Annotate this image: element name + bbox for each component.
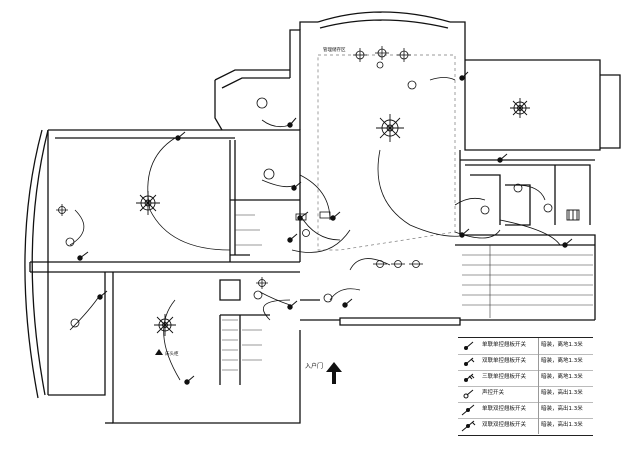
- spotlight-icon: [56, 46, 423, 289]
- entrance-label: 入户门: [305, 362, 323, 370]
- ceiling-light-icon: [136, 191, 160, 215]
- top-room-label: 管理储存区: [323, 46, 346, 53]
- switch-icon: [77, 71, 573, 385]
- legend-name: 单联单控翘板开关: [482, 342, 527, 348]
- vent-fan-icon: [295, 209, 580, 221]
- legend-row: 单联单控翘板开关 暗装，离地1.3米: [458, 338, 593, 355]
- legend-install: 暗装，高出1.3米: [538, 418, 593, 434]
- single-dual-control-icon: [461, 404, 475, 416]
- double-switch-icon: [464, 357, 475, 366]
- stair-hatch: [222, 214, 593, 371]
- bed-note-label: 床头柜: [165, 350, 179, 357]
- wall-light-icon: [65, 80, 553, 328]
- legend-install: 暗装，高出1.3米: [538, 386, 593, 402]
- legend-name: 单联双控翘板开关: [482, 406, 527, 412]
- ceiling-light-icon: [510, 98, 530, 118]
- legend-install: 暗装，离地1.3米: [538, 370, 593, 386]
- single-switch-icon: [464, 341, 474, 350]
- legend-install: 暗装，离地1.3米: [538, 354, 593, 370]
- ceiling-light-icon: [376, 114, 404, 142]
- entrance-arrow-icon: [326, 362, 342, 384]
- legend-row: 声控开关 暗装，高出1.3米: [458, 386, 593, 403]
- legend-install: 暗装，离地1.3米: [538, 338, 593, 354]
- legend-row: 双联双控翘板开关 暗装，高出1.3米: [458, 418, 593, 434]
- sound-switch-icon: [463, 389, 474, 399]
- legend-install: 暗装，高出1.3米: [538, 402, 593, 418]
- legend-row: 单联双控翘板开关 暗装，高出1.3米: [458, 402, 593, 419]
- ceiling-outline: [317, 54, 456, 251]
- triple-switch-icon: [464, 373, 475, 382]
- legend-row: 三联单控翘板开关 暗装，离地1.3米: [458, 370, 593, 387]
- legend-name: 双联单控翘板开关: [482, 358, 527, 364]
- wiring-arcs: [69, 77, 561, 381]
- legend-name: 双联双控翘板开关: [482, 422, 527, 428]
- ceiling-light-icon: [154, 314, 176, 336]
- legend-name: 三联单控翘板开关: [482, 374, 527, 380]
- double-dual-control-icon: [461, 420, 476, 432]
- walls: [24, 11, 621, 424]
- switch-legend: 单联单控翘板开关 暗装，离地1.3米 双联单控翘板开关 暗装，离地1.3米 三联…: [458, 337, 593, 436]
- legend-name: 声控开关: [482, 390, 505, 396]
- legend-row: 双联单控翘板开关 暗装，离地1.3米: [458, 354, 593, 371]
- bed-note-marker: [155, 349, 163, 355]
